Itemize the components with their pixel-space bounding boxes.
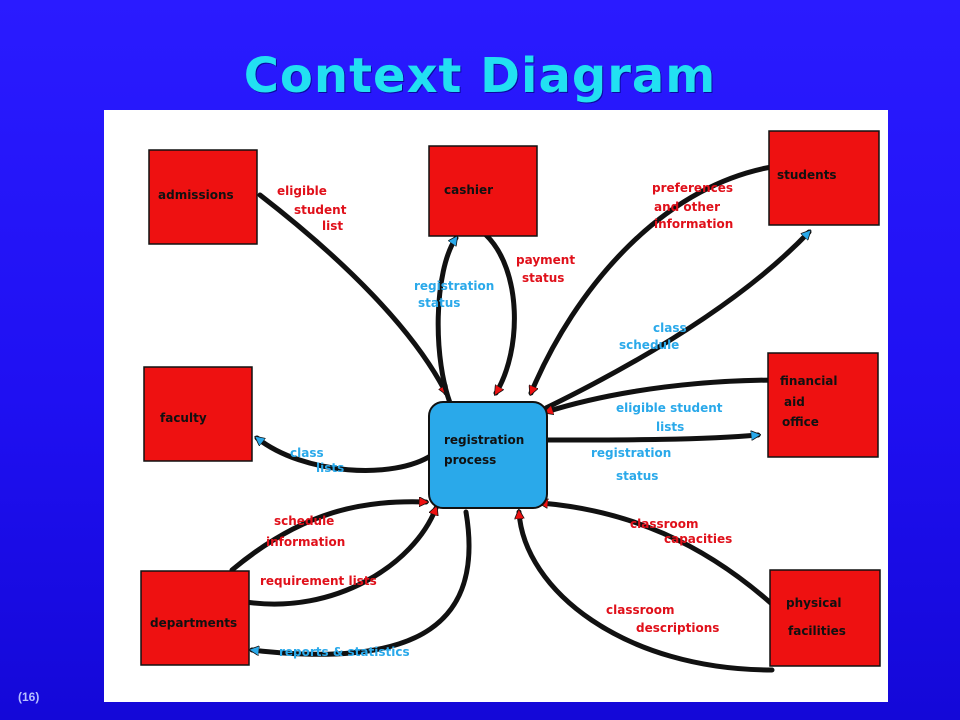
flow-label-capacities: capacities <box>664 532 732 546</box>
entity-departments <box>140 570 250 666</box>
flow-label-student: student <box>294 203 347 217</box>
flow-label-and-other: and other <box>654 200 720 214</box>
entity-faculty <box>143 366 253 462</box>
flow-label-status-payment: status <box>522 271 564 285</box>
process-label-registration: registration <box>444 433 524 447</box>
slide-number: (16) <box>18 690 40 704</box>
slide-title: Context Diagram <box>243 48 717 104</box>
flow-label-preferences: preferences <box>652 181 733 195</box>
flow-label-eligible: eligible <box>277 184 327 198</box>
flow-label-registration-cashier: registration <box>414 279 494 293</box>
entity-label-students: students <box>777 168 837 182</box>
entity-label-financial: financial <box>780 374 838 388</box>
flow-label-reports-statistics: reports & statistics <box>279 645 410 659</box>
flow-label-class-faculty: class <box>290 446 324 460</box>
flow-label-lists-aid: lists <box>656 420 684 434</box>
flow-process-to-faculty <box>257 435 435 473</box>
flow-label-lists-faculty: lists <box>316 461 344 475</box>
flow-label-eligible-student: eligible student <box>616 401 723 415</box>
entity-label-cashier: cashier <box>444 183 493 197</box>
flow-departments-to-process-requirements <box>243 508 436 607</box>
flow-label-list: list <box>322 219 343 233</box>
entity-admissions <box>148 149 258 245</box>
entity-financial-aid <box>767 352 879 458</box>
flow-departments-to-process-schedule <box>229 502 426 573</box>
diagram-canvas: admissions cashier students faculty fina… <box>104 110 888 702</box>
flow-process-to-departments <box>252 509 472 657</box>
entity-students <box>768 130 880 226</box>
entity-label-admissions: admissions <box>158 188 234 202</box>
flow-process-to-aid <box>543 435 758 443</box>
entity-cashier <box>428 145 538 237</box>
entity-label-physical: physical <box>786 596 842 610</box>
flow-process-to-cashier <box>435 238 459 411</box>
flow-label-schedule: schedule <box>619 338 679 352</box>
process-registration <box>428 401 548 509</box>
flow-facilities-to-process-descriptions <box>519 512 775 673</box>
flow-cashier-to-process <box>483 232 517 393</box>
flow-label-status-aid: status <box>616 469 658 483</box>
flow-aid-to-process <box>546 377 785 412</box>
flow-label-registration-aid: registration <box>591 446 671 460</box>
entity-physical-facilities <box>769 569 881 667</box>
flow-admissions-to-process <box>257 192 449 393</box>
flow-label-classroom-desc: classroom <box>606 603 675 617</box>
flow-process-to-students <box>543 232 809 411</box>
flow-label-information-dept: information <box>266 535 345 549</box>
entity-label-office: office <box>782 415 819 429</box>
flow-label-requirement-lists: requirement lists <box>260 574 377 588</box>
entity-label-aid: aid <box>784 395 805 409</box>
flow-label-classroom-cap: classroom <box>630 517 699 531</box>
entity-label-departments: departments <box>150 616 237 630</box>
flow-label-descriptions: descriptions <box>636 621 719 635</box>
entity-label-facilities: facilities <box>788 624 846 638</box>
flow-label-class: class <box>653 321 687 335</box>
flow-students-to-process <box>528 162 787 393</box>
flow-facilities-to-process-capacities <box>541 503 787 618</box>
flow-label-payment: payment <box>516 253 575 267</box>
flow-label-status-cashier: status <box>418 296 460 310</box>
process-label-process: process <box>444 453 496 467</box>
entity-label-faculty: faculty <box>160 411 207 425</box>
flow-label-schedule-dept: schedule <box>274 514 334 528</box>
flow-label-information: information <box>654 217 733 231</box>
context-diagram: admissions cashier students faculty fina… <box>140 130 881 673</box>
